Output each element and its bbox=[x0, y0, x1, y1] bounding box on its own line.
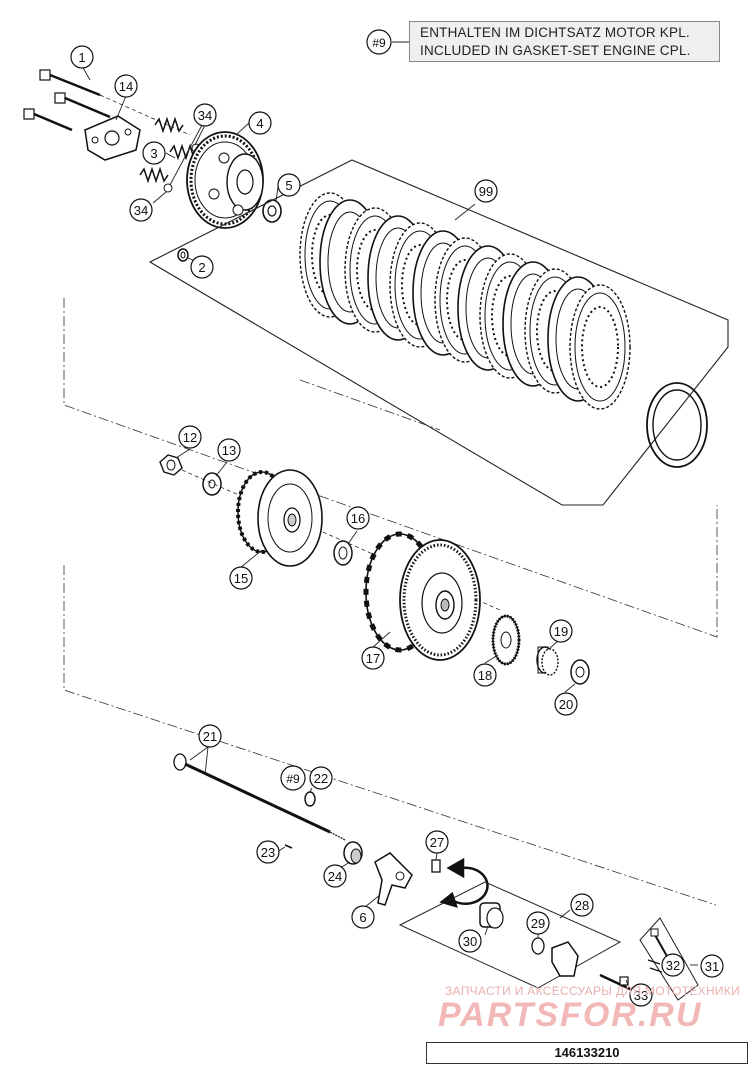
o-ring-29 bbox=[531, 937, 545, 955]
callout-21: 21 bbox=[203, 729, 217, 744]
callout-17: 17 bbox=[366, 651, 380, 666]
actuator-kit-28 bbox=[398, 881, 622, 989]
callout-16: 16 bbox=[351, 511, 365, 526]
bolt-1b bbox=[54, 92, 111, 119]
release-lever-6 bbox=[374, 852, 413, 906]
callout-28: 28 bbox=[575, 898, 589, 913]
gear-18 bbox=[491, 614, 521, 666]
washer-20 bbox=[570, 659, 590, 685]
note-ref: #9 bbox=[372, 36, 386, 50]
spring-2 bbox=[177, 248, 189, 262]
callout-15: 15 bbox=[234, 571, 248, 586]
bearing-16 bbox=[333, 540, 353, 566]
release-housing bbox=[551, 941, 579, 977]
drawing-number: 146133210 bbox=[426, 1042, 748, 1064]
callout-30: 30 bbox=[463, 934, 477, 949]
pressure-plate-group bbox=[23, 69, 282, 262]
pin-27 bbox=[431, 859, 441, 873]
screw-kit-31 bbox=[639, 917, 699, 1001]
slave-housing-30 bbox=[479, 902, 504, 929]
callout-31: 31 bbox=[705, 959, 719, 974]
leader-lines bbox=[81, 41, 698, 986]
callout-99: 99 bbox=[479, 184, 493, 199]
pressure-plate-4 bbox=[186, 131, 264, 229]
callout-13: 13 bbox=[222, 443, 236, 458]
callout-bubbles bbox=[70, 29, 724, 1007]
outer-clutch-basket-17 bbox=[363, 531, 481, 661]
diaphragm-ring bbox=[646, 382, 708, 468]
bolt-33 bbox=[599, 973, 633, 992]
callout-14: 14 bbox=[119, 79, 133, 94]
callout-27: 27 bbox=[430, 835, 444, 850]
watermark-logo: PARTSFOR.RU bbox=[438, 996, 703, 1034]
callout-4: 4 bbox=[256, 116, 263, 131]
rotation-arrow bbox=[439, 857, 489, 908]
callout-22: 22 bbox=[314, 771, 328, 786]
note-line-2: INCLUDED IN GASKET-SET ENGINE CPL. bbox=[420, 43, 691, 58]
callout-34b: 34 bbox=[134, 203, 148, 218]
bolt-1c bbox=[23, 108, 73, 132]
callout-34a: 34 bbox=[198, 108, 212, 123]
washer-34 bbox=[163, 183, 173, 193]
callout-20: 20 bbox=[559, 697, 573, 712]
note-line-1: ENTHALTEN IM DICHTSATZ MOTOR KPL. bbox=[420, 25, 690, 40]
callout-5: 5 bbox=[285, 178, 292, 193]
callout-2: 2 bbox=[198, 260, 205, 275]
callout-labels: 1 14 34 4 3 5 34 2 99 12 13 16 15 17 19 … bbox=[78, 36, 719, 1003]
washer-13 bbox=[202, 472, 222, 496]
inner-clutch-hub-15 bbox=[236, 469, 323, 567]
gasket-set-note: ENTHALTEN IM DICHTSATZ MOTOR KPL. INCLUD… bbox=[409, 21, 720, 62]
callout-33: 33 bbox=[634, 988, 648, 1003]
guide-lines bbox=[63, 298, 718, 906]
needle-bearing-19 bbox=[536, 646, 559, 676]
bolt-1 bbox=[39, 69, 101, 97]
callout-3: 3 bbox=[150, 146, 157, 161]
push-rod-21 bbox=[173, 753, 346, 841]
seal-22 bbox=[304, 791, 316, 807]
callout-12: 12 bbox=[183, 430, 197, 445]
callout-23: 23 bbox=[261, 845, 275, 860]
watermark-tagline: ЗАПЧАСТИ И АКСЕССУАРЫ ДЛЯ МОТОТЕХНИКИ bbox=[445, 984, 741, 998]
callout-19: 19 bbox=[554, 624, 568, 639]
bearing-24 bbox=[343, 841, 363, 865]
callout-1: 1 bbox=[78, 50, 85, 65]
callout-6: 6 bbox=[359, 910, 366, 925]
callout-18: 18 bbox=[478, 668, 492, 683]
clutch-plate-kit-99 bbox=[148, 159, 729, 506]
pin-23 bbox=[284, 844, 293, 849]
callout-24: 24 bbox=[328, 869, 342, 884]
callout-32: 32 bbox=[666, 958, 680, 973]
callout-29: 29 bbox=[531, 916, 545, 931]
callout-9b: #9 bbox=[286, 772, 300, 786]
